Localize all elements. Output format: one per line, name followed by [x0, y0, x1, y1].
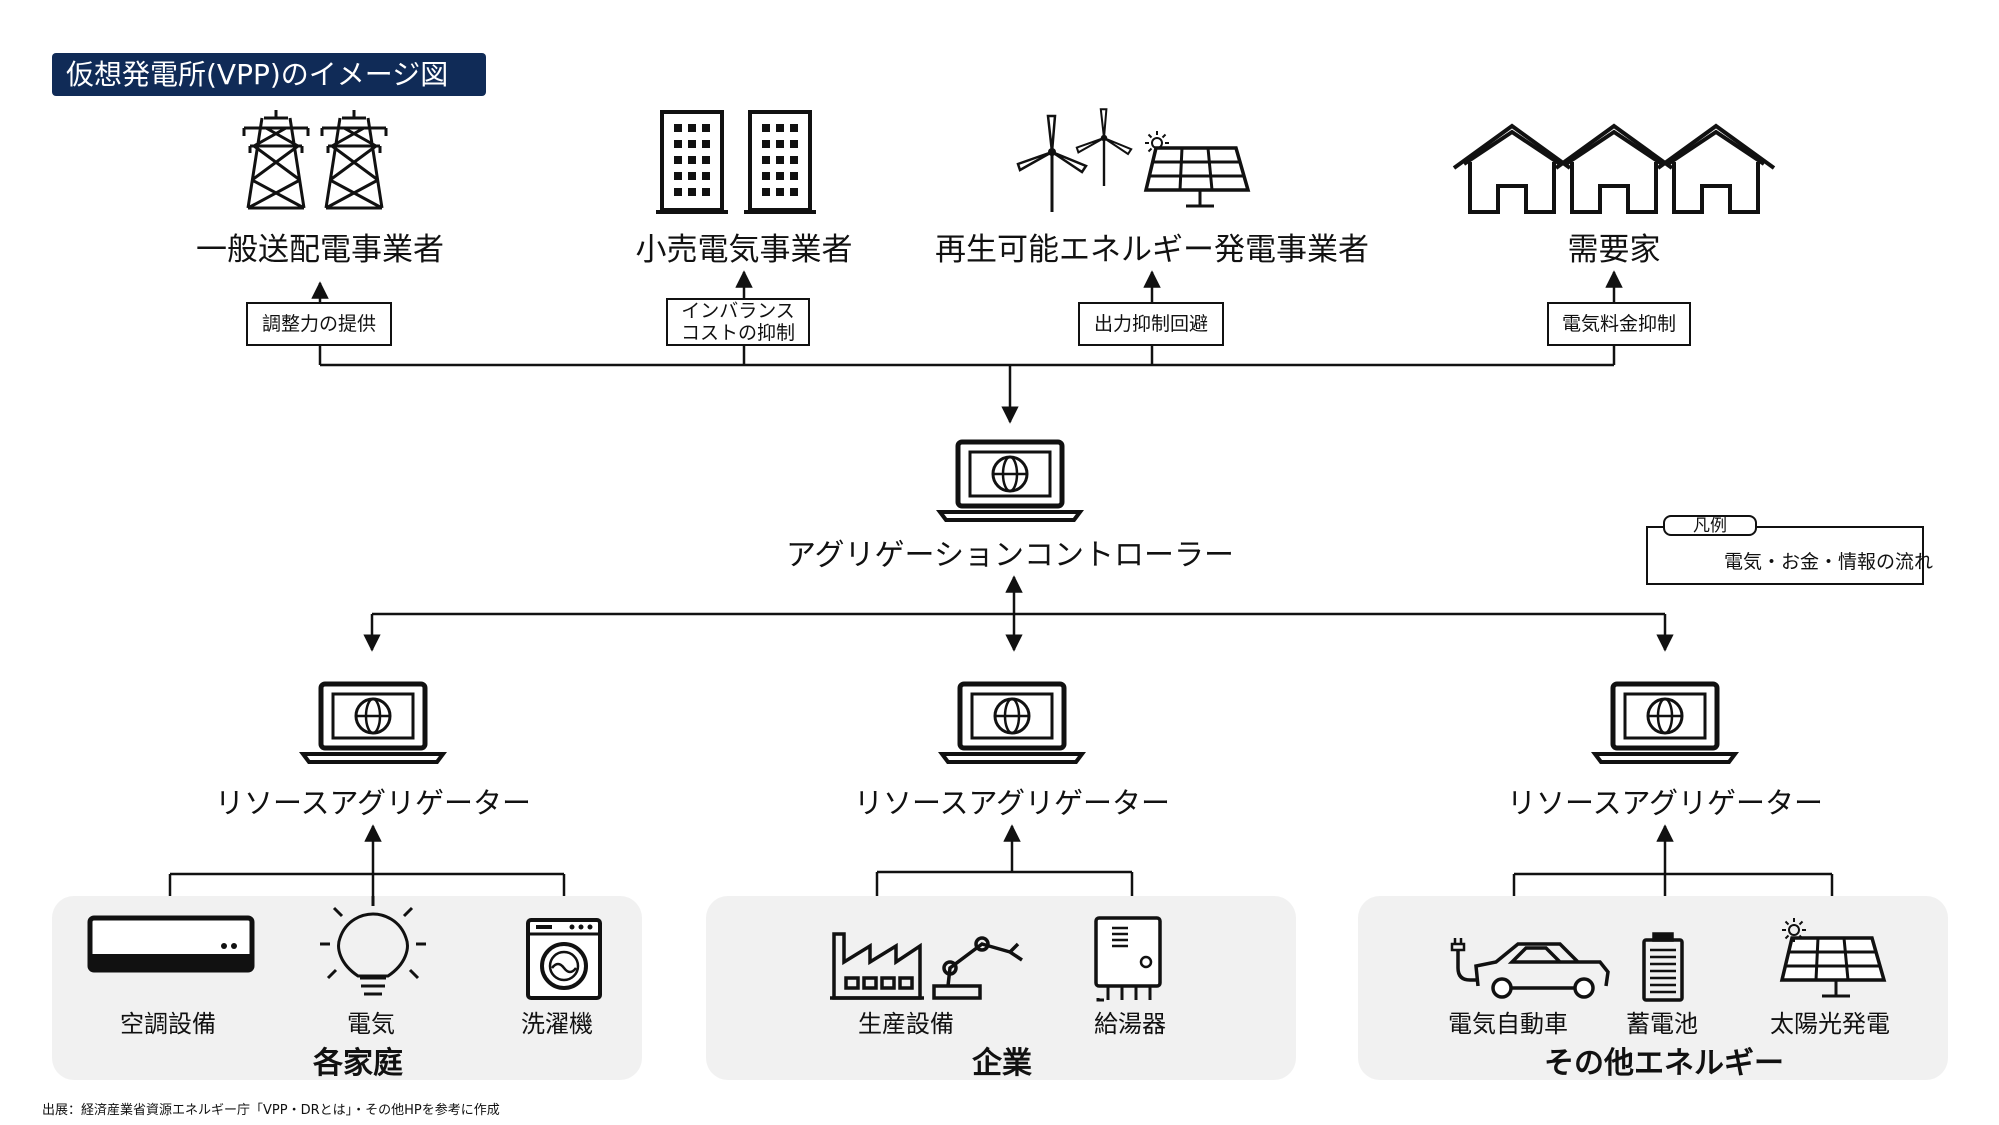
- group-label: 企業: [972, 1046, 1032, 1081]
- washing-machine-icon: [526, 918, 602, 1000]
- enterprise-panel: [706, 896, 1296, 1080]
- legend-item: 電気・お金・情報の流れ: [1724, 551, 1934, 573]
- electric-car-icon: [1450, 938, 1610, 999]
- benefit-box: 出力抑制回避: [1078, 302, 1224, 346]
- aggregator-label: リソースアグリゲーター: [853, 786, 1171, 820]
- group-label: その他エネルギー: [1544, 1046, 1784, 1081]
- other-energy-panel: [1358, 896, 1948, 1080]
- benefit-box: インバランスコストの抑制: [666, 298, 810, 346]
- device-label: 生産設備: [858, 1010, 954, 1038]
- page-title: 仮想発電所(VPP)のイメージ図: [52, 53, 486, 96]
- controller-label: アグリゲーションコントローラー: [786, 538, 1234, 573]
- device-label: 蓄電池: [1626, 1010, 1698, 1038]
- solar-panel-icon: [1780, 917, 1886, 998]
- device-label: 洗濯機: [521, 1010, 593, 1038]
- device-label: 給湯器: [1094, 1010, 1166, 1038]
- factory-robot-icon: [830, 932, 1023, 1000]
- actor-label: 一般送配電事業者: [196, 232, 444, 268]
- light-bulb-icon: [320, 896, 426, 996]
- device-label: 太陽光発電: [1770, 1010, 1890, 1038]
- actor-label: 小売電気事業者: [635, 232, 853, 268]
- aggregator-label: リソースアグリゲーター: [214, 786, 532, 820]
- air-conditioner-icon: [87, 915, 255, 973]
- source-note: 出展：経済産業省資源エネルギー庁「VPP・DRとは」・その他HPを参考に作成: [42, 1103, 500, 1118]
- actor-label: 再生可能エネルギー発電事業者: [935, 232, 1369, 268]
- device-label: 空調設備: [120, 1010, 216, 1038]
- water-heater-icon: [1094, 916, 1162, 1002]
- mid-connectors: [363, 575, 1674, 652]
- group-label: 各家庭: [313, 1046, 403, 1081]
- battery-icon: [1642, 932, 1684, 1002]
- device-label: 電気: [347, 1010, 395, 1038]
- aggregator-label: リソースアグリゲーター: [1506, 786, 1824, 820]
- benefit-box: 調整力の提供: [246, 302, 392, 346]
- top-connectors: [311, 270, 1623, 424]
- device-label: 電気自動車: [1448, 1010, 1568, 1038]
- legend-title: 凡例: [1663, 515, 1757, 536]
- benefit-box: 電気料金抑制: [1547, 302, 1691, 346]
- office-building-icon: [654, 110, 818, 216]
- actor-label: 需要家: [1567, 232, 1661, 268]
